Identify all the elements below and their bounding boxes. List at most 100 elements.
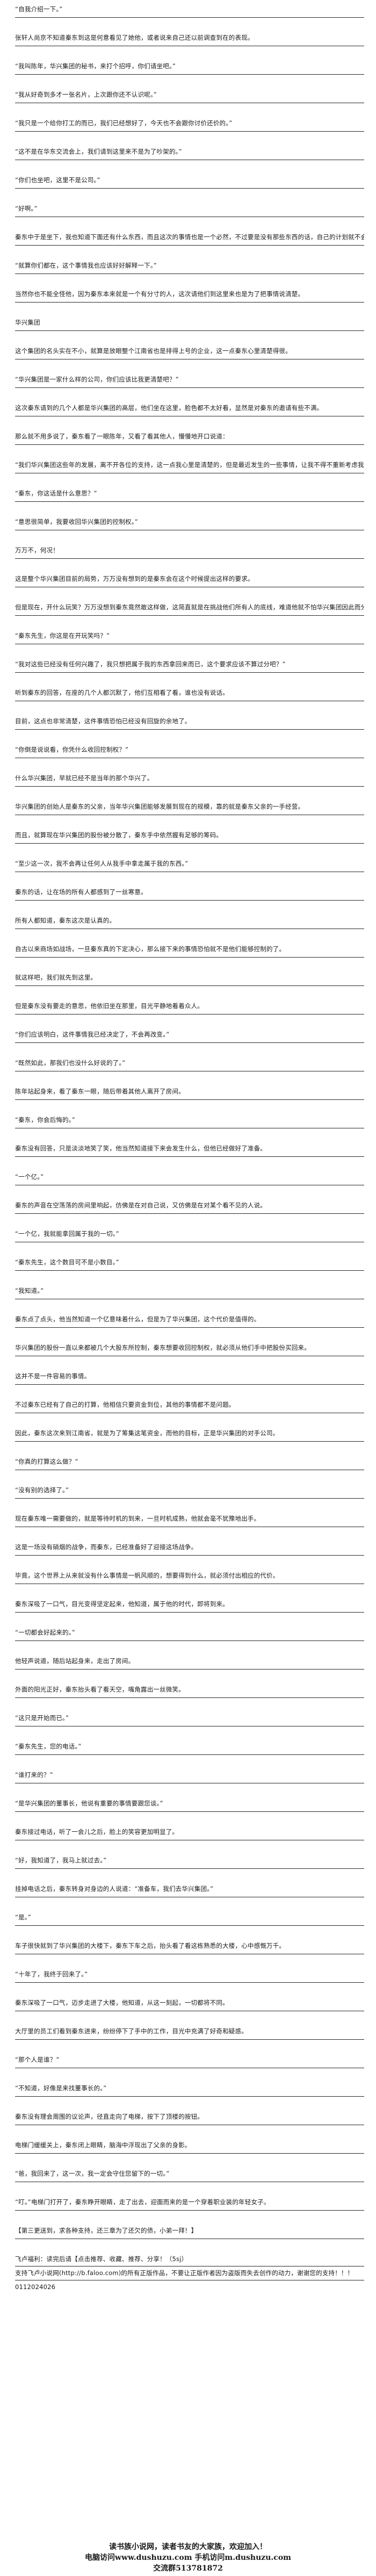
paragraph-divider [15,1697,364,1698]
paragraph: “秦东先生，您的电话。” [15,1743,82,1750]
paragraph-divider [15,1384,364,1385]
paragraph: 但是现在，开什么玩笑？万万没想到秦东竟然敢这样做，这简直就是在挑战他们所有人的底… [15,603,364,611]
paragraph-divider [15,843,364,844]
paragraph: 那么就不用多说了，秦东看了一眼陈年，又看了看其他人，慢慢地开口说道： [15,433,229,440]
paragraph: 秦东深吸了一口气，目光变得坚定起来，他知道，属于他的时代，即将到来。 [15,1600,229,1608]
paragraph: 秦东没有回答，只是淡淡地笑了笑，他当然知道接下来会发生什么，但他已经做好了准备。 [15,1145,266,1152]
paragraph-divider [15,1982,364,1983]
paragraph: “没有别的选择了。” [15,1486,69,1494]
paragraph-divider [15,786,364,787]
paragraph: “你真的打算这么做？” [15,1458,78,1465]
paragraph-divider [15,672,364,673]
paragraph: 华兴集团的创始人是秦东的父亲，当年华兴集团能够发展到现在的规模，靠的就是秦东父亲… [15,803,305,810]
paragraph: 陈年站起身来，看了秦东一眼，随后带着其他人离开了房间。 [15,1088,185,1095]
paragraph-divider [15,188,364,189]
paragraph-divider [15,729,364,730]
paragraph-divider [15,2096,364,2097]
paragraph: 听到秦东的回答，在座的几个人都沉默了，他们互相看了看，谁也没有说话。 [15,689,229,696]
paragraph: “自我介绍一下。” [15,5,63,13]
paragraph: 秦东接过电话，听了一会儿之后，脸上的笑容更加明显了。 [15,1828,179,1836]
paragraph: 这是一场没有硝烟的战争，而秦东，已经准备好了迎接这场战争。 [15,1543,198,1551]
paragraph: 目前，这点也非常清楚，这件事情恐怕已经没有回旋的余地了。 [15,717,191,725]
paragraph-divider [15,17,364,18]
paragraph: 电梯门缓缓关上，秦东闭上眼睛，脑海中浮现出了父亲的身影。 [15,2141,191,2149]
paragraph-divider [15,2153,364,2154]
paragraph: 但是秦东没有要走的意思，他依旧坐在那里，目光平静地看着众人。 [15,1002,204,1010]
paragraph: 秦东点了点头，他当然知道一个亿意味着什么，但是为了华兴集团，这个代价是值得的。 [15,1315,261,1323]
paragraph-divider [15,302,364,303]
paragraph-divider [15,558,364,559]
paragraph: 什么华兴集团，早就已经不是当年的那个华兴了。 [15,774,154,782]
paragraph-divider [15,2039,364,2040]
paragraph: “至少这一次，我不会再让任何人从我手中拿走属于我的东西。” [15,860,189,867]
paragraph: “我知道。” [15,1287,44,1294]
paragraph-divider [15,1669,364,1670]
paragraph: “叮。”电梯门打开了，秦东睁开眼睛，走了出去，迎面而来的是一个穿着职业装的年轻女… [15,2198,270,2206]
paragraph-divider [15,1640,364,1641]
paragraph: 自古以来商场如战场，一旦秦东真的下定决心，那么接下来的事情恐怕就不是他们能够控制… [15,945,286,953]
paragraph-divider [15,501,364,502]
footer-code: 0112024026 [15,2283,56,2291]
paragraph: “是。” [15,1913,31,1921]
paragraph: 大厅里的员工们看到秦东进来，纷纷停下了手中的工作，目光中充满了好奇和疑惑。 [15,2027,248,2035]
site-advert: 读书族小说网，读者书友的大家族，欢迎加入！ 电脑访问www.dushuzu.co… [0,2542,376,2574]
paragraph-divider [15,1213,364,1214]
paragraph-divider [15,387,364,388]
paragraph: “这只是开始而已。” [15,1714,69,1722]
paragraph: “就算你们都在，这个事情我也应该好好解释一下。” [15,262,157,269]
paragraph: “华兴集团是一家什么样的公司，你们应该比我更清楚吧？” [15,376,179,383]
paragraph-divider [15,131,364,132]
paragraph-divider [15,1555,364,1556]
paragraph: 而且，就算现在华兴集团的股份被分散了，秦东手中依然握有足够的筹码。 [15,831,223,839]
paragraph: 张轩人尚京不知道秦东到这是何意看见了她他，或者说来自己还以前调查到在的表现。 [15,34,254,41]
paragraph-divider [15,985,364,986]
paragraph: 华兴集团 [15,319,40,326]
paragraph: “既然如此，那我们也没什么好说的了。” [15,1059,126,1067]
paragraph: “不知道，好像是来找董事长的。” [15,2084,107,2092]
paragraph: 毕竟，这个世界上从来就没有什么事情是一帆风顺的，想要得到什么，就必须付出相应的代… [15,1572,279,1579]
paragraph: “好，我知道了，我马上就过去。” [15,1857,107,1864]
paragraph-divider [15,330,364,331]
paragraph-divider [15,1811,364,1812]
paragraph-divider [15,1925,364,1926]
paragraph-divider [15,1441,364,1442]
paragraph: 秦东没有理会周围的议论声，径直走向了电梯，按下了顶楼的按钮。 [15,2113,204,2120]
paragraph: “你们也坐吧，这里不是公司。” [15,176,100,184]
footer-note[interactable]: 支持飞卢小说网(http://b.faloo.com)的所有正版作品，不要让正版… [15,2269,354,2277]
paragraph: 因此，秦东这次来到江南省，就是为了筹集这笔资金，而他的目标，正是华兴集团的对手公… [15,1429,279,1437]
paragraph-divider [15,1868,364,1869]
paragraph: “意思很简单，我要收回华兴集团的控制权。” [15,518,138,526]
paragraph: 秦东的话，让在场的所有人都感到了一丝寒意。 [15,888,147,896]
paragraph: “我们华兴集团这些年的发展，离不开各位的支持，这一点我心里是清楚的，但是最近发生… [15,461,364,469]
paragraph: “我对这些已经没有任何兴趣了，我只想把属于我的东西拿回来而已，这个要求应该不算过… [15,660,286,668]
paragraph: “爸，我回来了，这一次，我一定会守住您留下的一切。” [15,2170,170,2177]
paragraph-divider [15,1754,364,1755]
advert-slogan: 读书族小说网，读者书友的大家族，欢迎加入！ [109,2543,267,2551]
paragraph: 外面的阳光正好，秦东抬头看了看天空，嘴角露出一丝微笑。 [15,1686,185,1693]
paragraph-divider [15,1270,364,1271]
paragraph: “我叫陈年，华兴集团的秘书，来打个招呼，你们请坐吧。” [15,62,176,70]
paragraph: 就这样吧，我们就先到这里。 [15,974,97,981]
paragraph: 秦东的声音在空荡荡的房间里响起，仿佛是在对自己说，又仿佛是在对某个看不见的人说。 [15,1201,266,1209]
paragraph: 车子很快就到了华兴集团的大楼下，秦东下车之后，抬头看了看这栋熟悉的大楼，心中感慨… [15,1942,286,1949]
paragraph-divider [15,1612,364,1613]
paragraph: “这不是在华东交流会上，我们请到这里来不是为了吵架的。” [15,148,182,155]
paragraph: 这次秦东请到的几个人都是华兴集团的高层，他们坐在这里，脸色都不太好看，显然是对秦… [15,404,323,412]
paragraph-divider [15,615,364,616]
paragraph: “一个亿。” [15,1173,44,1181]
paragraph: “一个亿，我就能拿回属于我的一切。” [15,1230,119,1237]
advert-urls: 电脑访问www.dushuzu.com 手机访问m.dushuzu.com [85,2553,291,2562]
paragraph-divider [15,74,364,75]
paragraph: 这并不是一件容易的事情。 [15,1372,91,1380]
paragraph: “十年了，我终于回来了。” [15,1970,88,1978]
paragraph: 现在秦东唯一需要做的，就是等待时机的到来，一旦时机成熟，他就会毫不犹豫地出手。 [15,1515,261,1522]
paragraph: “那个人是谁？” [15,2056,60,2063]
paragraph-divider [15,1099,364,1100]
paragraph: 不过秦东已经有了自己的打算，他相信只要资金到位，其他的事情都不是问题。 [15,1401,235,1408]
paragraph-divider [15,1498,364,1499]
paragraph: “秦东，你这话是什么意思？” [15,490,97,497]
paragraph: 这个集团的名头实在不小，就算是放眼整个江南省也是排得上号的企业，这一点秦东心里清… [15,347,292,355]
paragraph: 秦东深吸了一口气，迈步走进了大楼，他知道，从这一刻起，一切都将不同。 [15,1999,229,2006]
paragraph-divider [15,1327,364,1328]
